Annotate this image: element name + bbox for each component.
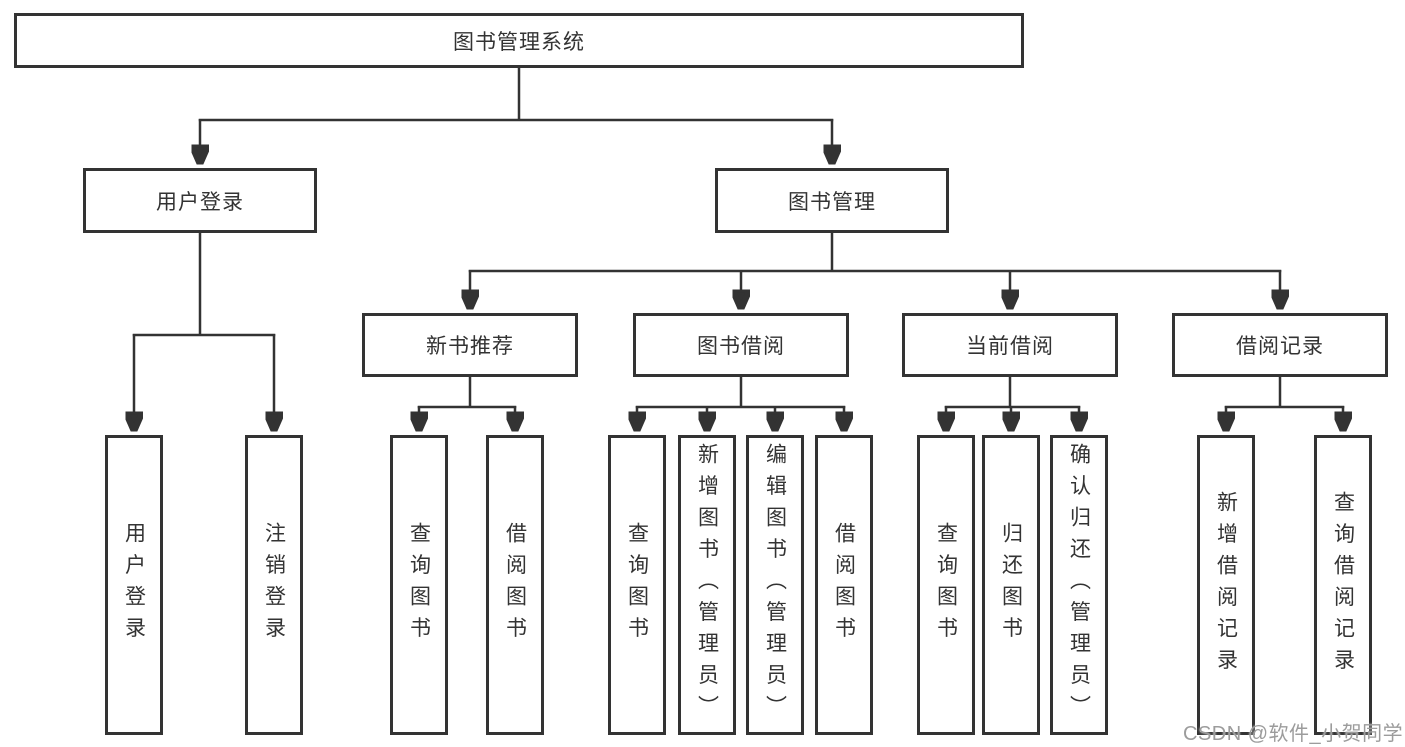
leaf-label: 查询借阅记录: [1331, 490, 1355, 680]
node-label: 图书管理: [788, 190, 876, 214]
node-label: 用户登录: [156, 190, 244, 214]
leaf-add-borrow-record: 新增借阅记录: [1197, 435, 1255, 735]
node-label: 借阅记录: [1236, 335, 1324, 358]
leaf-label: 查询图书: [407, 522, 431, 648]
leaf-return-books: 归还图书: [982, 435, 1040, 735]
leaf-user-login: 用户登录: [105, 435, 163, 735]
node-label: 新书推荐: [426, 335, 514, 358]
leaf-label: 归还图书: [999, 522, 1023, 648]
leaf-label: 编辑图书（管理员）: [763, 443, 787, 727]
leaf-label: 确认归还（管理员）: [1067, 443, 1091, 727]
leaf-borrow-books-recommend: 借阅图书: [486, 435, 544, 735]
node-system-root: 图书管理系统: [14, 13, 1024, 68]
leaf-label: 查询图书: [934, 522, 958, 648]
leaf-search-books-current: 查询图书: [917, 435, 975, 735]
node-book-management: 图书管理: [715, 168, 949, 233]
node-current-borrowing: 当前借阅: [902, 313, 1118, 377]
leaf-search-books-recommend: 查询图书: [390, 435, 448, 735]
leaf-edit-books-admin: 编辑图书（管理员）: [746, 435, 804, 735]
leaf-search-books-borrow: 查询图书: [608, 435, 666, 735]
leaf-label: 借阅图书: [832, 522, 856, 648]
node-borrowing-records: 借阅记录: [1172, 313, 1388, 377]
node-book-borrowing: 图书借阅: [633, 313, 849, 377]
node-user-login: 用户登录: [83, 168, 317, 233]
leaf-label: 注销登录: [262, 522, 286, 648]
leaf-label: 用户登录: [122, 522, 146, 648]
node-new-book-recommend: 新书推荐: [362, 313, 578, 377]
node-label: 图书借阅: [697, 335, 785, 358]
leaf-label: 查询图书: [625, 522, 649, 648]
node-label: 图书管理系统: [453, 30, 585, 54]
leaf-label: 新增图书（管理员）: [695, 443, 719, 727]
leaf-borrow-books: 借阅图书: [815, 435, 873, 735]
leaf-logout: 注销登录: [245, 435, 303, 735]
leaf-confirm-return-admin: 确认归还（管理员）: [1050, 435, 1108, 735]
leaf-label: 新增借阅记录: [1214, 490, 1238, 680]
leaf-search-borrow-record: 查询借阅记录: [1314, 435, 1372, 735]
node-label: 当前借阅: [966, 335, 1054, 358]
csdn-watermark: CSDN @软件_小贺同学: [1183, 723, 1404, 745]
leaf-label: 借阅图书: [503, 522, 527, 648]
leaf-add-books-admin: 新增图书（管理员）: [678, 435, 736, 735]
